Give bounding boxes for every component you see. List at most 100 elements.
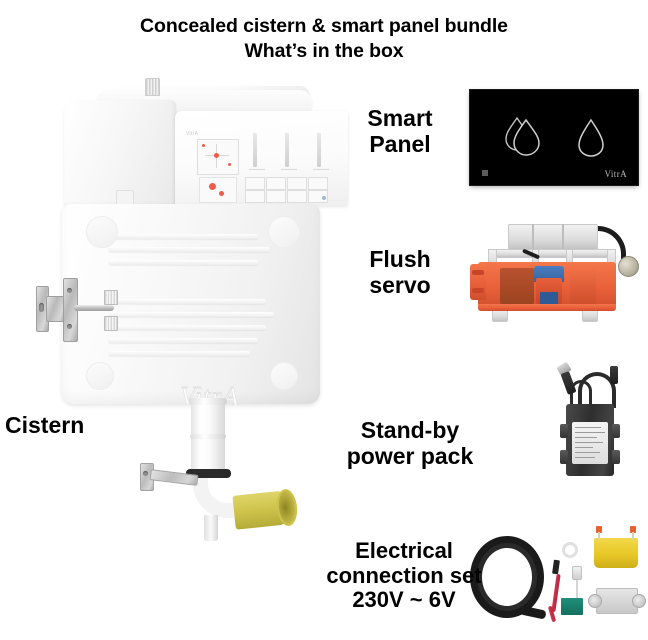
servo-valve-insert <box>540 292 558 306</box>
servo-cable-connector <box>618 256 639 277</box>
page-title: Concealed cistern & smart panel bundle W… <box>0 14 648 64</box>
electrical-label-line-3: 230V ~ 6V <box>352 587 456 613</box>
cistern-body: VitrA <box>62 204 320 411</box>
cistern-rib <box>108 312 274 317</box>
bracket-nut <box>104 290 118 305</box>
label-diagram-cell <box>308 177 328 190</box>
flush-pipe-collar <box>190 434 226 439</box>
label-diagram-marker <box>219 191 224 196</box>
flush-pipe-vertical <box>191 400 225 478</box>
electrical-label-line-1: Electrical <box>355 538 453 563</box>
standby-label-line-1: Stand-by <box>360 417 460 443</box>
cistern-boss <box>86 362 114 390</box>
servo-left-slot <box>472 288 484 293</box>
title-line-1: Concealed cistern & smart panel bundle <box>140 15 508 37</box>
electrical-label-line-2: connection set <box>326 562 482 588</box>
cistern-rib <box>108 234 258 239</box>
red-wire <box>551 573 561 613</box>
connector-lead <box>576 580 578 600</box>
flush-pipe-bottom-stub <box>204 515 218 541</box>
cistern-rib <box>108 260 258 265</box>
smart-panel-product-image: VitrA <box>470 90 638 185</box>
cistern-inlet-stem <box>145 78 160 96</box>
label-diagram-rod <box>317 133 321 167</box>
full-flush-drop-icon <box>505 116 540 156</box>
power-pack-cable-loop <box>570 380 592 408</box>
standby-power-pack-product-image <box>548 358 638 488</box>
bracket-slot <box>39 303 44 312</box>
mains-cable-coil-inner <box>477 543 537 611</box>
servo-base-rail <box>478 304 616 311</box>
green-terminal-block <box>561 598 583 615</box>
label-diagram-marker <box>202 144 205 147</box>
cistern-rib <box>108 338 258 343</box>
power-pack-side-tab <box>612 424 620 438</box>
power-pack-socket-connector <box>610 366 618 384</box>
smart-panel-label-line-2: Panel <box>369 130 431 157</box>
cistern-label: Cistern <box>5 412 125 439</box>
cistern-rib <box>108 247 270 252</box>
label-diagram-rod <box>285 133 289 167</box>
servo-left-slot <box>472 270 484 275</box>
mounting-plate-bracket <box>632 594 646 608</box>
cistern-label-brand: VitrA <box>186 131 199 137</box>
servo-cavity <box>500 268 534 304</box>
servo-right-block <box>570 270 596 304</box>
servo-cable <box>598 226 626 260</box>
power-pack-side-tab <box>612 450 620 464</box>
clip-arm <box>632 532 634 540</box>
mains-cable-tail <box>519 605 547 620</box>
servo-cartridge-divider <box>532 224 534 250</box>
label-diagram-marker <box>209 183 216 190</box>
cistern-boss <box>86 216 118 248</box>
label-diagram-cell <box>287 177 307 190</box>
servo-upper-rail <box>488 249 616 258</box>
bracket-hole <box>67 288 72 293</box>
servo-cartridge-divider <box>562 224 564 250</box>
flush-servo-product-image <box>470 220 645 325</box>
label-diagram-marker <box>228 163 231 166</box>
electrical-connection-set-label: Electrical connection set 230V ~ 6V <box>318 538 490 613</box>
standby-power-pack-label: Stand-by power pack <box>330 417 490 470</box>
cistern-product-image: VitrA <box>36 78 348 541</box>
cistern-boss <box>270 362 298 390</box>
flush-servo-label: Flush servo <box>335 246 465 299</box>
power-pack-side-tab <box>560 424 568 438</box>
label-diagram-cell <box>245 177 265 190</box>
cistern-rib <box>108 351 250 356</box>
servo-top-cartridge <box>508 224 598 250</box>
flush-pipe-collar <box>189 398 227 405</box>
label-diagram-cell <box>245 190 265 203</box>
cistern-boss <box>268 216 300 248</box>
power-pack-side-tab <box>560 450 568 464</box>
white-terminal-connector <box>572 566 582 580</box>
label-diagram-cell <box>266 190 286 203</box>
label-diagram-line <box>249 169 265 170</box>
cistern-label-text: Cistern <box>5 412 85 438</box>
label-diagram-marker <box>322 196 326 200</box>
label-diagram-valve <box>199 177 237 203</box>
mounting-plate <box>596 588 638 614</box>
label-diagram-line <box>313 169 329 170</box>
title-line-2: What’s in the box <box>244 40 404 62</box>
bracket-nut <box>104 316 118 331</box>
label-diagram-cell <box>266 177 286 190</box>
electrical-connection-set-product-image <box>468 524 648 636</box>
label-diagram-rod <box>253 133 257 167</box>
cistern-instruction-label: VitrA <box>175 111 348 206</box>
wire-connector-tip <box>552 559 560 575</box>
bracket-threaded-rod <box>74 305 114 311</box>
mains-cable-coil <box>470 536 544 618</box>
cistern-rib <box>108 299 266 304</box>
standby-label-line-2: power pack <box>346 442 474 469</box>
orange-clip <box>630 526 636 533</box>
orange-clip <box>596 526 602 533</box>
pipe-bracket-hole <box>143 471 148 476</box>
clip-arm <box>598 532 600 540</box>
panel-brand-wordmark: VitrA <box>604 169 627 179</box>
label-diagram-cell <box>287 190 307 203</box>
label-diagram-marker <box>214 153 219 158</box>
half-flush-drop-icon <box>578 118 604 157</box>
flush-servo-label-line-2: servo <box>369 271 431 298</box>
